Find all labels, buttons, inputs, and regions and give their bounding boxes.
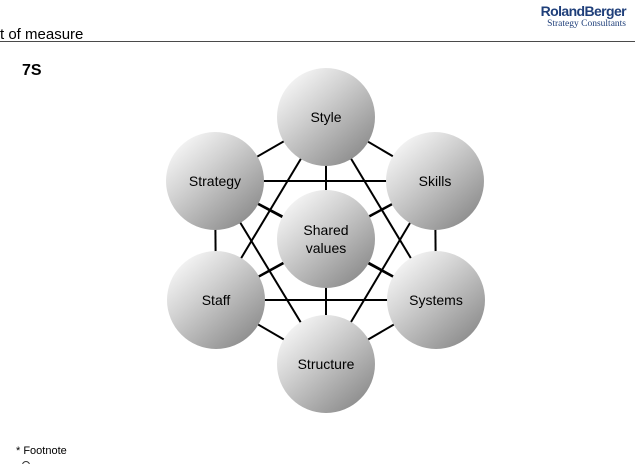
node-structure: Structure <box>277 315 375 413</box>
sphere-systems <box>387 251 485 349</box>
sphere-style <box>277 68 375 166</box>
slide-title: 7S <box>22 62 42 79</box>
logo: RolandBerger Strategy Consultants <box>540 3 627 30</box>
node-label-style: Style <box>310 109 341 125</box>
node-shared-values: Shared values <box>277 190 375 288</box>
node-label-structure: Structure <box>298 356 355 372</box>
header-divider <box>0 41 635 42</box>
footnote-cut-glyph <box>22 461 30 464</box>
node-label-skills: Skills <box>419 173 452 189</box>
node-label-staff: Staff <box>202 292 231 308</box>
header-title: t of measure <box>0 26 84 43</box>
sphere-structure <box>277 315 375 413</box>
sphere-staff <box>167 251 265 349</box>
node-strategy: Strategy <box>166 132 264 230</box>
sphere-shared-values <box>277 190 375 288</box>
node-label-strategy: Strategy <box>189 173 241 189</box>
node-style: Style <box>277 68 375 166</box>
node-staff: Staff <box>167 251 265 349</box>
footnote: * Footnote <box>16 445 67 457</box>
logo-tagline: Strategy Consultants <box>547 19 626 29</box>
sphere-strategy <box>166 132 264 230</box>
node-skills: Skills <box>386 132 484 230</box>
node-label-shared-values-2: values <box>306 240 346 256</box>
node-label-shared-values-1: Shared <box>303 222 348 238</box>
logo-name: RolandBerger <box>540 3 627 19</box>
node-systems: Systems <box>387 251 485 349</box>
node-label-systems: Systems <box>409 292 463 308</box>
sphere-skills <box>386 132 484 230</box>
